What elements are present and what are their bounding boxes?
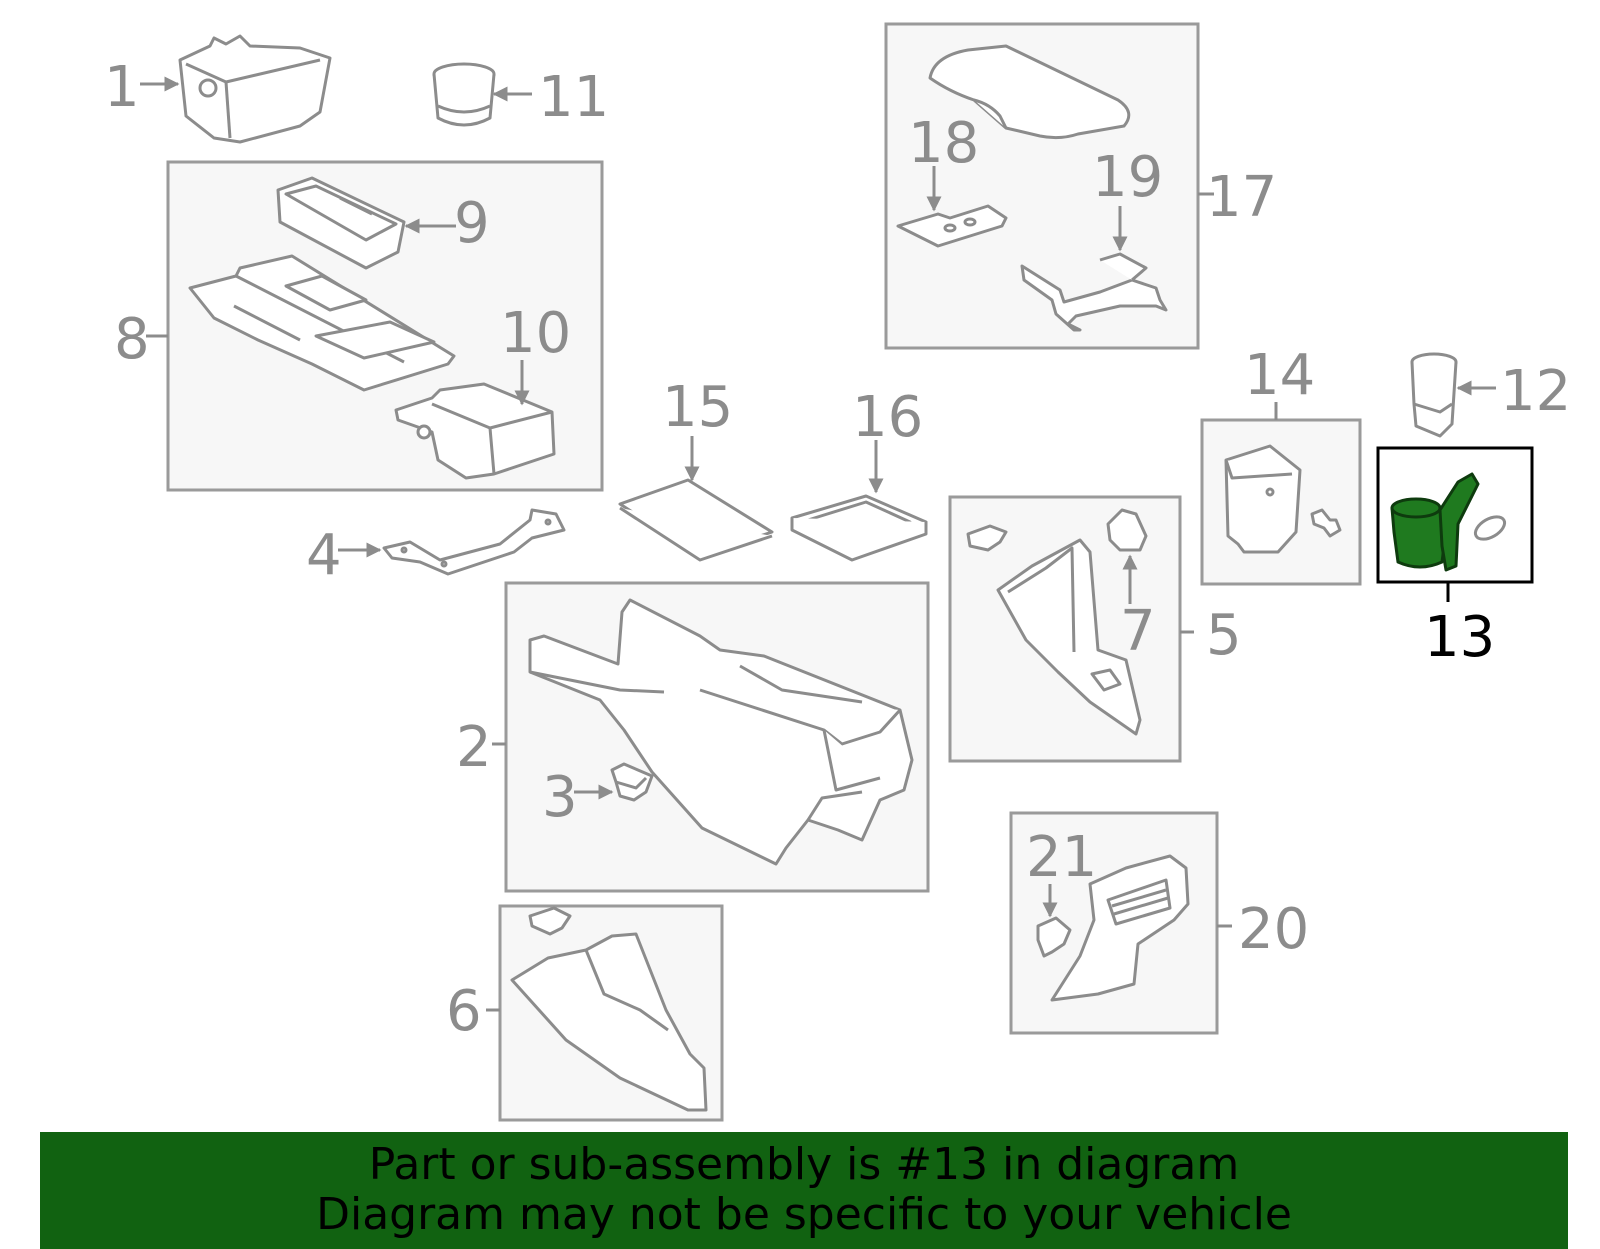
part-3[interactable] (610, 762, 654, 802)
part-18[interactable] (896, 204, 1008, 248)
part-9[interactable] (276, 176, 406, 270)
part-11[interactable] (432, 62, 496, 127)
callout-21: 21 (1026, 825, 1097, 890)
info-banner: Part or sub-assembly is #13 in diagram D… (40, 1132, 1568, 1249)
callout-9: 9 (454, 191, 490, 256)
part-20[interactable] (1050, 854, 1190, 1002)
part-19[interactable] (1020, 252, 1168, 332)
callout-13[interactable]: 13 (1424, 605, 1495, 670)
callout-14: 14 (1244, 343, 1315, 408)
part-5[interactable] (966, 524, 1142, 736)
callout-3: 3 (542, 765, 578, 830)
callout-15: 15 (662, 375, 733, 440)
callout-17: 17 (1206, 165, 1277, 230)
part-10[interactable] (394, 382, 556, 480)
callout-2: 2 (456, 715, 492, 780)
callout-12: 12 (1500, 359, 1571, 424)
callout-1: 1 (104, 55, 140, 120)
callout-19: 19 (1092, 145, 1163, 210)
part-14[interactable] (1224, 444, 1342, 554)
part-1[interactable] (178, 34, 332, 144)
part-12[interactable] (1410, 352, 1458, 438)
callout-8: 8 (114, 307, 150, 372)
callout-10: 10 (500, 301, 571, 366)
part-7[interactable] (1106, 508, 1148, 552)
banner-line-2: Diagram may not be specific to your vehi… (316, 1189, 1292, 1240)
callout-18: 18 (908, 111, 979, 176)
part-15[interactable] (618, 478, 774, 562)
callout-5: 5 (1206, 603, 1242, 668)
callout-16: 16 (852, 385, 923, 450)
part-17[interactable] (928, 44, 1131, 140)
part-21[interactable] (1036, 916, 1072, 958)
callout-6: 6 (446, 979, 482, 1044)
callout-4: 4 (306, 523, 342, 588)
callout-20: 20 (1238, 897, 1309, 962)
part-2[interactable] (528, 598, 914, 866)
part-6[interactable] (510, 906, 708, 1112)
part-16[interactable] (790, 494, 928, 562)
callout-7: 7 (1120, 599, 1156, 664)
part-8[interactable] (188, 254, 456, 392)
part-13[interactable] (1390, 472, 1508, 572)
callout-11: 11 (538, 65, 609, 130)
part-4[interactable] (382, 508, 566, 576)
banner-line-1: Part or sub-assembly is #13 in diagram (368, 1139, 1240, 1190)
